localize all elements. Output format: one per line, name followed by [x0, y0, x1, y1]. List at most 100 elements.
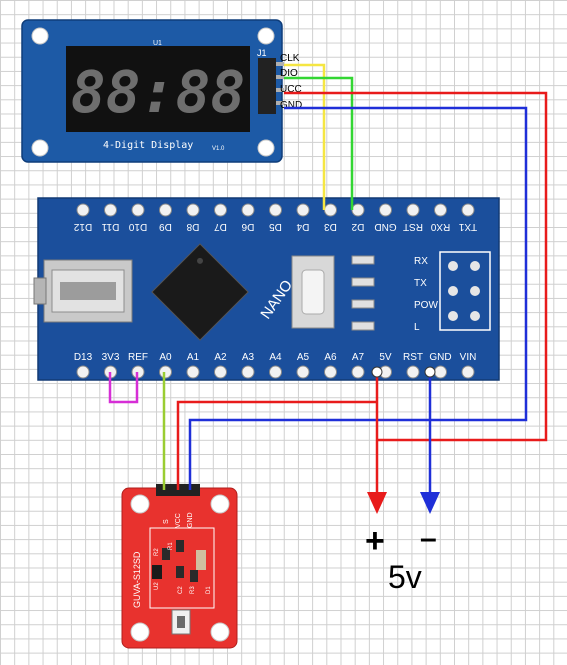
header-hole	[434, 365, 447, 379]
bottom-pin-label: A0	[159, 352, 172, 363]
sensor-pin-s: S	[163, 519, 170, 524]
pin-label-clk: CLK	[280, 53, 300, 64]
header-hole	[186, 365, 200, 379]
header-hole	[296, 365, 310, 379]
component-r1: R1	[168, 542, 174, 550]
pin-label-ucc: UCC	[280, 84, 302, 95]
uv-sensor-module: S VCC GND GUVA-S12SD R2 R1 U2 C2 R3 D1	[121, 484, 238, 649]
top-pin-label: D9	[159, 221, 172, 232]
wires	[108, 63, 548, 500]
bottom-pin-label: A6	[324, 352, 337, 363]
nano-top-header	[76, 203, 475, 217]
top-pin-label: D4	[296, 221, 309, 232]
wire-gnd-sensor	[188, 418, 430, 490]
header-hole	[351, 203, 365, 217]
top-pin-label: RST	[403, 221, 423, 232]
header-hole	[76, 365, 90, 379]
bottom-pin-label: 3V3	[102, 352, 120, 363]
sensor-pin-vcc: VCC	[175, 513, 182, 528]
mount-hole	[210, 494, 230, 514]
bottom-pin-label: RST	[403, 352, 423, 363]
pin-header	[258, 58, 276, 114]
bottom-pin-label: GND	[429, 352, 451, 363]
header-hole	[461, 203, 475, 217]
header-hole	[434, 203, 447, 217]
pin-gnd-marker	[424, 366, 436, 378]
header-hole	[214, 365, 227, 379]
sensor-pin-gnd: GND	[187, 512, 194, 528]
header-hole	[104, 203, 117, 217]
bottom-pin-label: A3	[242, 352, 255, 363]
bottom-pin-label: D13	[74, 352, 93, 363]
wire-clk	[284, 63, 326, 210]
bottom-pin-label: VIN	[460, 352, 477, 363]
nano-bottom-header	[76, 365, 475, 379]
header-hole	[241, 203, 255, 217]
top-pin-label: D11	[101, 221, 119, 232]
status-led	[351, 255, 375, 265]
top-pin-label: D6	[241, 221, 254, 232]
mount-hole	[130, 622, 150, 642]
mount-hole	[31, 139, 49, 157]
top-pin-label: TX1	[458, 221, 477, 232]
header-hole	[159, 203, 172, 217]
header-hole	[214, 203, 227, 217]
status-led	[351, 277, 375, 287]
top-pin-label: GND	[374, 221, 396, 232]
mount-hole	[210, 622, 230, 642]
bottom-pin-label: A4	[269, 352, 282, 363]
mount-hole	[257, 139, 275, 157]
sensor-name: GUVA-S12SD	[132, 551, 142, 608]
power-minus-label: –	[420, 522, 437, 555]
mount-hole	[31, 27, 49, 45]
power-voltage-label: 5v	[388, 559, 422, 595]
header-hole	[269, 365, 282, 379]
bottom-pin-label: REF	[128, 352, 148, 363]
display-module: U1 88:88 4-Digit Display V1.0 J1 CLK DIO…	[21, 19, 302, 163]
arrow-plus-head	[367, 492, 387, 514]
display-version: V1.0	[212, 146, 225, 152]
header-hole	[241, 365, 255, 379]
bottom-pin-label: A7	[352, 352, 365, 363]
status-led-label: RX	[414, 256, 428, 267]
status-led-label: POW	[414, 300, 438, 311]
header-hole	[324, 203, 337, 217]
header-hole	[379, 203, 392, 217]
bottom-pin-label: A2	[214, 352, 227, 363]
header-hole	[406, 365, 420, 379]
top-pin-label: D5	[269, 221, 282, 232]
sensor-silkscreen	[149, 527, 215, 609]
component-r3: R3	[190, 586, 196, 594]
component-c2: C2	[178, 586, 184, 594]
component-r2: R2	[154, 548, 160, 556]
top-pin-label: D12	[73, 221, 92, 232]
mount-hole	[257, 27, 275, 45]
status-led-label: L	[414, 322, 420, 333]
wire-dio	[284, 76, 354, 210]
pin-5v-marker	[371, 366, 383, 378]
top-pin-label: D8	[186, 221, 199, 232]
component-d1: D1	[206, 586, 212, 594]
header-hole	[461, 365, 475, 379]
icsp-header	[439, 251, 491, 331]
component-u2: U2	[154, 582, 160, 590]
wire-vcc-sensor	[176, 400, 377, 490]
header-hole	[131, 203, 145, 217]
reset-button	[291, 255, 335, 329]
top-pin-label: D3	[324, 221, 337, 232]
header-hole	[159, 365, 172, 379]
display-ic-ref: U1	[153, 40, 162, 47]
top-pin-label: D10	[128, 221, 147, 232]
atmega-chip	[151, 243, 249, 341]
display-digits: 88:88	[71, 58, 246, 126]
display-caption: 4-Digit Display	[103, 140, 193, 151]
top-pin-label: D7	[214, 221, 227, 232]
bottom-pin-label: A1	[187, 352, 200, 363]
seven-segment-display	[66, 46, 250, 132]
header-hole	[269, 203, 282, 217]
